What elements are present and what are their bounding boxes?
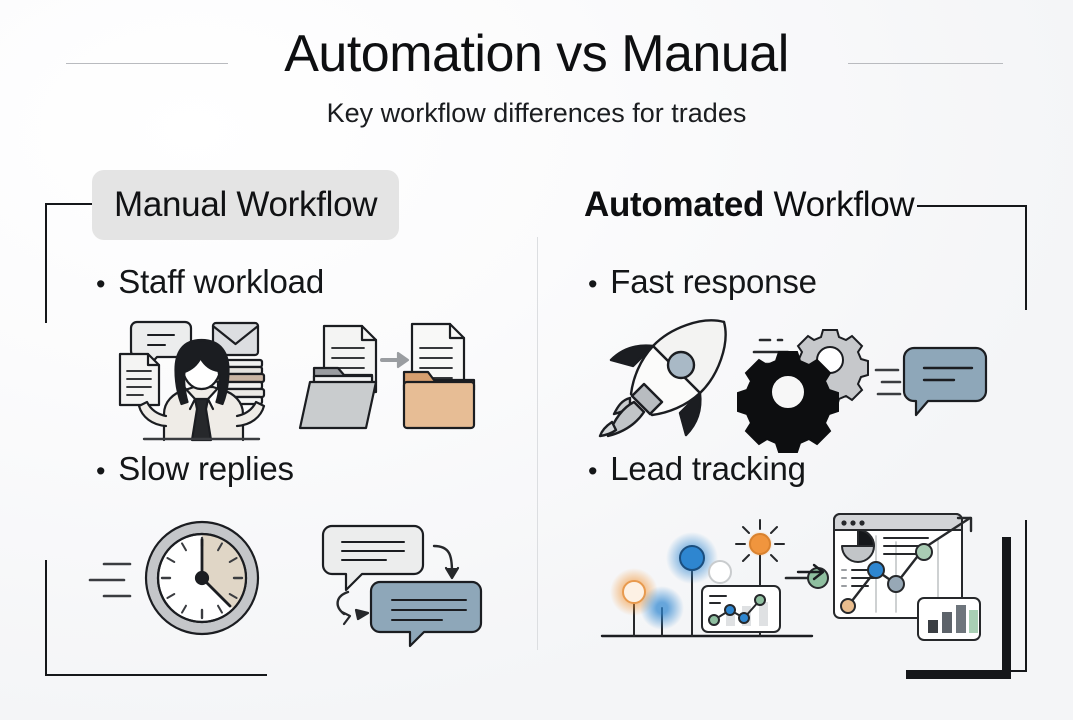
bullet-slow-replies: • Slow replies <box>96 450 294 488</box>
lead-pipeline-illustration <box>596 506 829 648</box>
bullet-lead-tracking: • Lead tracking <box>588 450 806 488</box>
manual-workflow-heading: Manual Workflow <box>92 170 400 240</box>
manual-heading-row: Manual Workflow <box>92 170 532 240</box>
delayed-chat-illustration <box>321 520 490 648</box>
frame-bracket-top-right <box>917 205 1027 310</box>
bullet-label: Lead tracking <box>610 450 806 487</box>
frame-bracket-bottom-left <box>45 560 267 676</box>
frame-bracket-bottom-right-thick <box>906 537 1011 679</box>
bullet-label: Staff workload <box>118 263 324 300</box>
manual-workflow-column: Manual Workflow <box>92 170 532 240</box>
page-subtitle: Key workflow differences for trades <box>326 98 747 128</box>
bullet-label: Fast response <box>610 263 817 300</box>
bullet-marker: • <box>96 456 106 486</box>
overworked-staff-illustration <box>104 314 279 442</box>
bullet-fast-response: • Fast response <box>588 263 817 301</box>
bullet-staff-workload: • Staff workload <box>96 263 324 301</box>
analytics-dashboard-illustration <box>796 506 1000 648</box>
page-title: Automation vs Manual <box>284 25 789 83</box>
bullet-marker: • <box>588 456 598 486</box>
title-rule-left <box>66 63 228 64</box>
bullet-label: Slow replies <box>118 450 294 487</box>
slow-clock-illustration <box>88 518 263 640</box>
instant-reply-illustration <box>874 342 988 424</box>
bullet-marker: • <box>588 269 598 299</box>
column-divider <box>537 237 539 650</box>
bullet-marker: • <box>96 269 106 299</box>
automated-heading-bold: Automated <box>584 185 765 224</box>
manual-file-transfer-illustration <box>298 320 476 436</box>
automated-workflow-heading: Automated Workflow <box>570 170 1025 240</box>
title-rule-right <box>848 63 1003 64</box>
automated-workflow-column: Automated Workflow <box>570 170 1025 240</box>
gears-illustration <box>737 322 869 453</box>
automated-heading-regular: Workflow <box>773 185 915 224</box>
rocket-illustration <box>598 318 734 438</box>
